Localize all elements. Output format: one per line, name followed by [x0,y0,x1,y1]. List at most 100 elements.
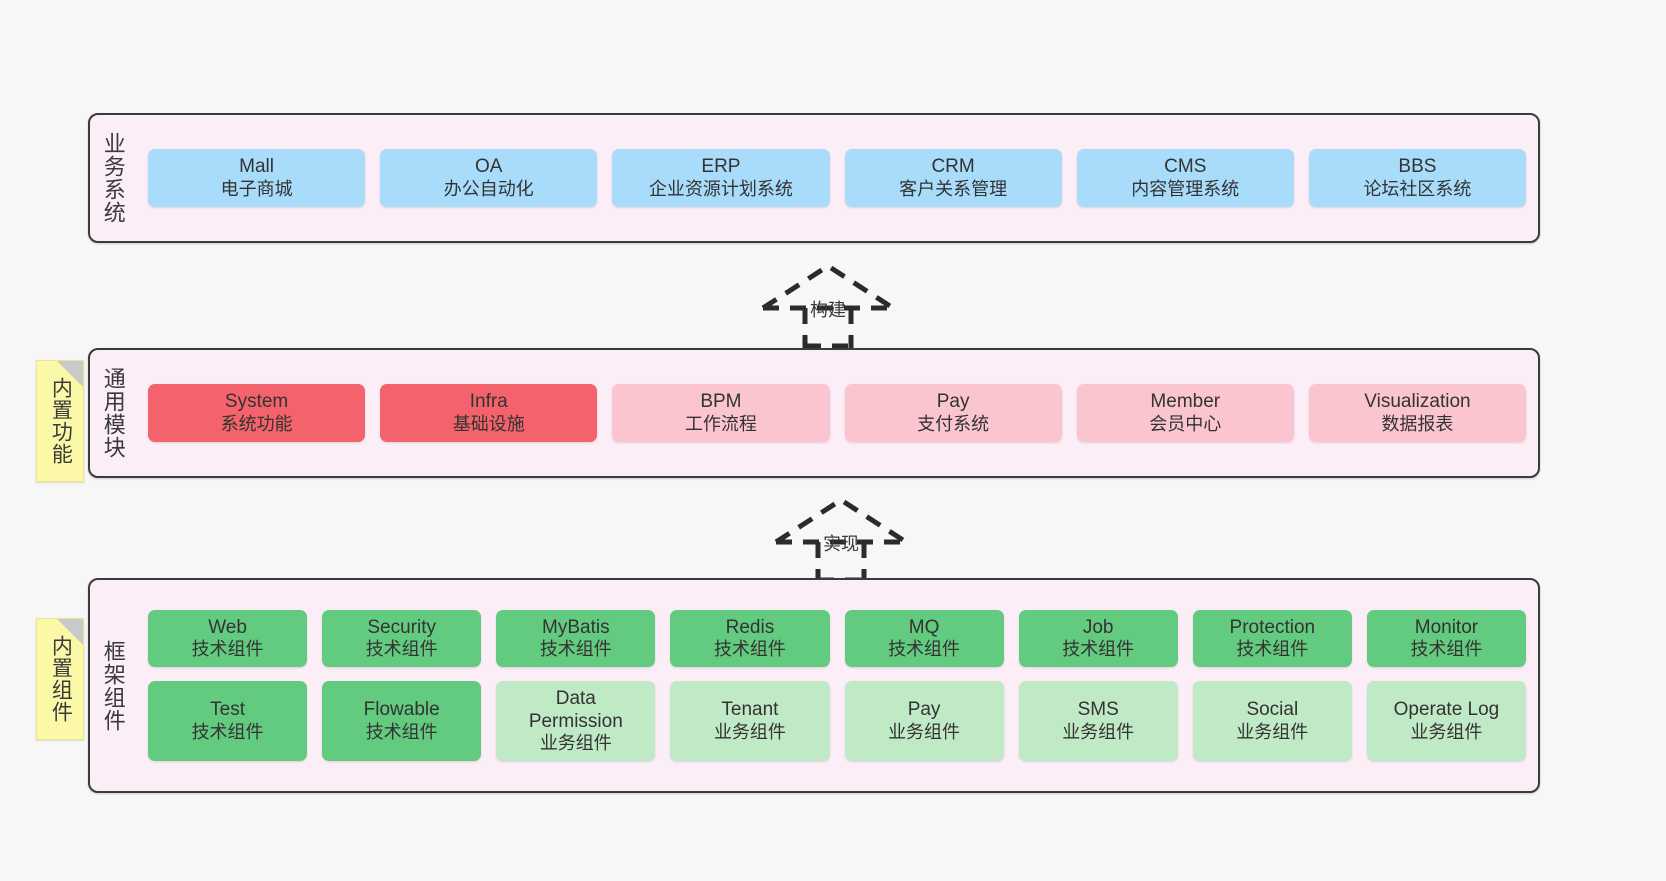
layer-business-systems: 业务系统 Mall 电子商城 OA 办公自动化 ERP 企业资源计划系统 CRM… [88,113,1540,243]
node-subtitle: 数据报表 [1381,413,1454,434]
node-mall[interactable]: Mall 电子商城 [148,149,366,207]
node-title: OA [475,156,503,178]
node-subtitle: 基础设施 [452,413,525,434]
node-redis[interactable]: Redis 技术组件 [670,609,830,667]
node-subtitle: 业务组件 [888,721,961,742]
node-bbs[interactable]: BBS 论坛社区系统 [1308,149,1527,207]
node-title: Infra [469,391,508,413]
node-subtitle: 支付系统 [917,413,990,434]
node-mq[interactable]: MQ 技术组件 [844,609,1004,667]
node-system[interactable]: System 系统功能 [148,384,366,442]
node-subtitle: 客户关系管理 [899,178,1008,199]
node-crm[interactable]: CRM 客户关系管理 [844,149,1062,207]
node-protection[interactable]: Protection 技术组件 [1192,609,1352,667]
node-title: Mall [239,156,274,178]
node-title: Visualization [1364,391,1471,413]
connector-implement: 实现 [768,492,918,583]
node-title: System [224,391,289,413]
node-subtitle: 会员中心 [1149,413,1222,434]
connector-stem-implement [815,542,867,582]
node-web[interactable]: Web 技术组件 [148,609,308,667]
node-subtitle: 业务组件 [1410,721,1483,742]
node-title: Pay [936,391,970,413]
node-subtitle: 业务组件 [539,733,612,754]
node-test[interactable]: Test 技术组件 [148,680,308,762]
node-flowable[interactable]: Flowable 技术组件 [322,680,482,762]
node-title: SMS [1077,699,1119,721]
node-subtitle: 业务组件 [1062,721,1135,742]
node-subtitle: 技术组件 [365,721,438,742]
node-row: Mall 电子商城 OA 办公自动化 ERP 企业资源计划系统 CRM 客户关系… [148,149,1527,207]
node-infra[interactable]: Infra 基础设施 [380,384,598,442]
node-pay-component[interactable]: Pay 业务组件 [844,680,1004,762]
node-social[interactable]: Social 业务组件 [1192,680,1352,762]
node-security[interactable]: Security 技术组件 [322,609,482,667]
node-title: Monitor [1414,616,1479,638]
node-subtitle: 技术组件 [1062,638,1135,659]
sticky-note-text: 内置组件 [49,635,73,723]
node-bpm[interactable]: BPM 工作流程 [612,384,830,442]
node-subtitle: 企业资源计划系统 [648,178,793,199]
connector-stem-build [802,308,854,348]
connector-label-implement: 实现 [823,534,859,554]
node-oa[interactable]: OA 办公自动化 [380,149,598,207]
layer-title-common: 通用模块 [100,367,126,459]
node-job[interactable]: Job 技术组件 [1018,609,1178,667]
node-subtitle: 技术组件 [1410,638,1483,659]
node-title: CMS [1164,156,1207,178]
node-tenant[interactable]: Tenant 业务组件 [670,680,830,762]
sticky-note-builtin-components: 内置组件 [36,618,84,740]
node-title: Social [1246,699,1299,721]
layer-body-common: System 系统功能 Infra 基础设施 BPM 工作流程 Pay 支付系统… [136,350,1538,476]
node-cms[interactable]: CMS 内容管理系统 [1076,149,1294,207]
node-subtitle: 技术组件 [191,638,264,659]
node-subtitle: 电子商城 [220,178,293,199]
layer-body-framework: Web 技术组件 Security 技术组件 MyBatis 技术组件 Redi… [136,580,1538,791]
node-title: Security [367,616,436,638]
node-subtitle: 办公自动化 [443,178,534,199]
node-title: Test [210,699,245,721]
layer-common-modules: 通用模块 System 系统功能 Infra 基础设施 BPM 工作流程 Pay… [88,348,1540,478]
node-data-permission[interactable]: Data Permission 业务组件 [496,680,656,762]
node-title: Web [208,616,247,638]
layer-body-business: Mall 电子商城 OA 办公自动化 ERP 企业资源计划系统 CRM 客户关系… [136,115,1538,241]
node-subtitle: 业务组件 [713,721,786,742]
node-title: Member [1150,391,1221,413]
node-title: Protection [1229,616,1316,638]
node-subtitle: 技术组件 [713,638,786,659]
node-subtitle: 论坛社区系统 [1363,178,1472,199]
node-subtitle: 技术组件 [191,721,264,742]
node-visualization[interactable]: Visualization 数据报表 [1308,384,1527,442]
node-erp[interactable]: ERP 企业资源计划系统 [612,149,830,207]
node-title: BPM [700,391,742,413]
node-mybatis[interactable]: MyBatis 技术组件 [496,609,656,667]
node-operate-log[interactable]: Operate Log 业务组件 [1366,680,1526,762]
node-title: Operate Log [1393,699,1500,721]
layer-title-business: 业务系统 [100,132,126,224]
node-row: System 系统功能 Infra 基础设施 BPM 工作流程 Pay 支付系统… [148,384,1527,442]
node-title: CRM [931,156,975,178]
node-title: Flowable [363,699,440,721]
node-title: Tenant [721,699,779,721]
node-row: Test 技术组件 Flowable 技术组件 Data Permission … [148,680,1526,762]
node-monitor[interactable]: Monitor 技术组件 [1366,609,1526,667]
node-subtitle: 技术组件 [888,638,961,659]
node-subtitle: 技术组件 [365,638,438,659]
node-title: Data Permission [528,687,623,733]
layer-framework-components: 框架组件 Web 技术组件 Security 技术组件 MyBatis 技术组件… [88,578,1540,793]
sticky-note-builtin-functions: 内置功能 [36,360,84,482]
node-row: Web 技术组件 Security 技术组件 MyBatis 技术组件 Redi… [148,609,1526,667]
sticky-note-text: 内置功能 [49,377,73,465]
node-subtitle: 系统功能 [220,413,293,434]
node-subtitle: 技术组件 [539,638,612,659]
node-title: Job [1082,616,1114,638]
node-subtitle: 内容管理系统 [1131,178,1240,199]
node-title: ERP [701,156,741,178]
node-subtitle: 业务组件 [1236,721,1309,742]
node-title: MyBatis [542,616,610,638]
node-pay[interactable]: Pay 支付系统 [844,384,1062,442]
node-sms[interactable]: SMS 业务组件 [1018,680,1178,762]
node-title: MQ [908,616,940,638]
node-title: Pay [907,699,941,721]
node-member[interactable]: Member 会员中心 [1076,384,1294,442]
